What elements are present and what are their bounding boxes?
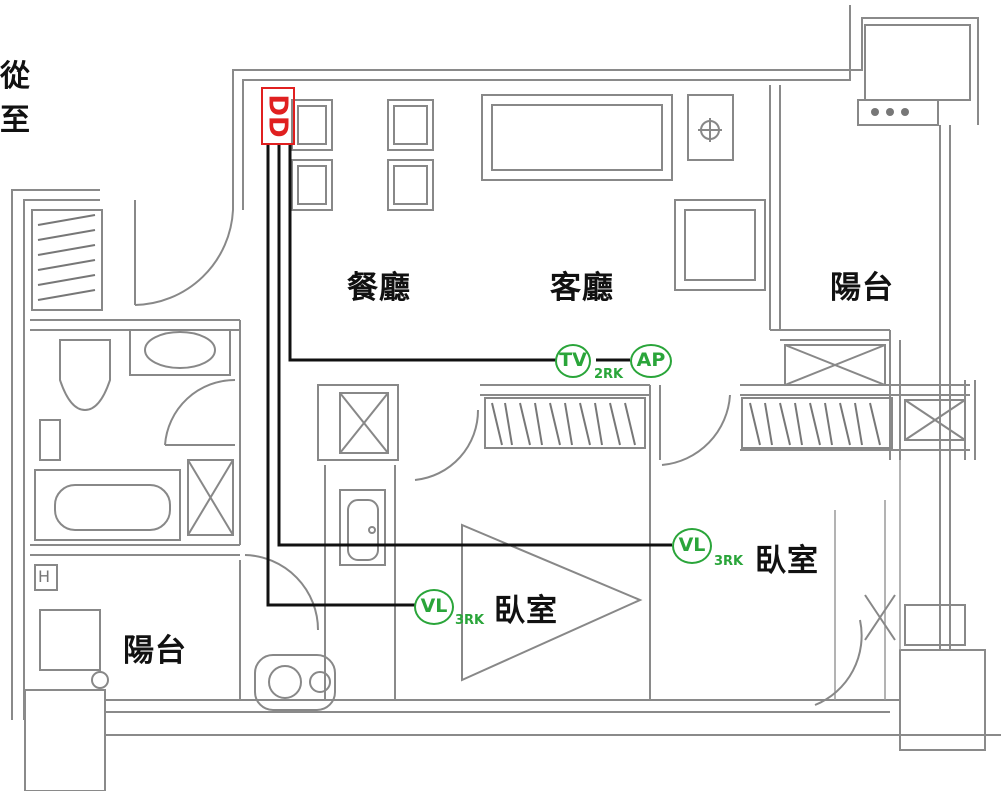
wardrobes	[31, 209, 893, 449]
room-label-bedroom-main: 臥室	[494, 593, 558, 629]
bathroom-fixtures	[34, 329, 231, 541]
outer-walls	[11, 5, 1001, 791]
vl-outlet-right: VL	[672, 528, 712, 564]
tv-outlet-rack: 2RK	[594, 367, 624, 382]
room-label-balcony-left: 陽台	[123, 633, 187, 669]
side-text-1: 從	[0, 59, 30, 94]
vl-outlet-right-rack: 3RK	[714, 554, 744, 569]
dining-furniture	[291, 99, 434, 211]
stove	[857, 24, 971, 126]
shafts	[187, 344, 966, 646]
living-furniture	[481, 94, 766, 291]
vl-outlet-main: VL	[414, 589, 454, 625]
room-label-living: 客廳	[550, 270, 614, 306]
room-label-dining: 餐廳	[347, 270, 411, 306]
distribution-box: DD	[261, 87, 295, 145]
ac-unit	[34, 564, 336, 711]
ap-outlet: AP	[630, 344, 672, 378]
room-label-balcony-right: 陽台	[830, 270, 894, 306]
side-text-2: 至	[0, 103, 30, 138]
vanity	[339, 489, 386, 566]
room-label-bedroom-right: 臥室	[755, 543, 819, 579]
bed	[461, 523, 643, 682]
doors	[134, 200, 863, 706]
tv-outlet: TV	[555, 344, 591, 378]
distribution-box-label: DD	[263, 94, 294, 138]
interior-walls	[30, 85, 970, 700]
cable-routes	[266, 145, 672, 607]
vl-outlet-main-rack: 3RK	[455, 613, 485, 628]
small-mark: H	[38, 567, 51, 586]
